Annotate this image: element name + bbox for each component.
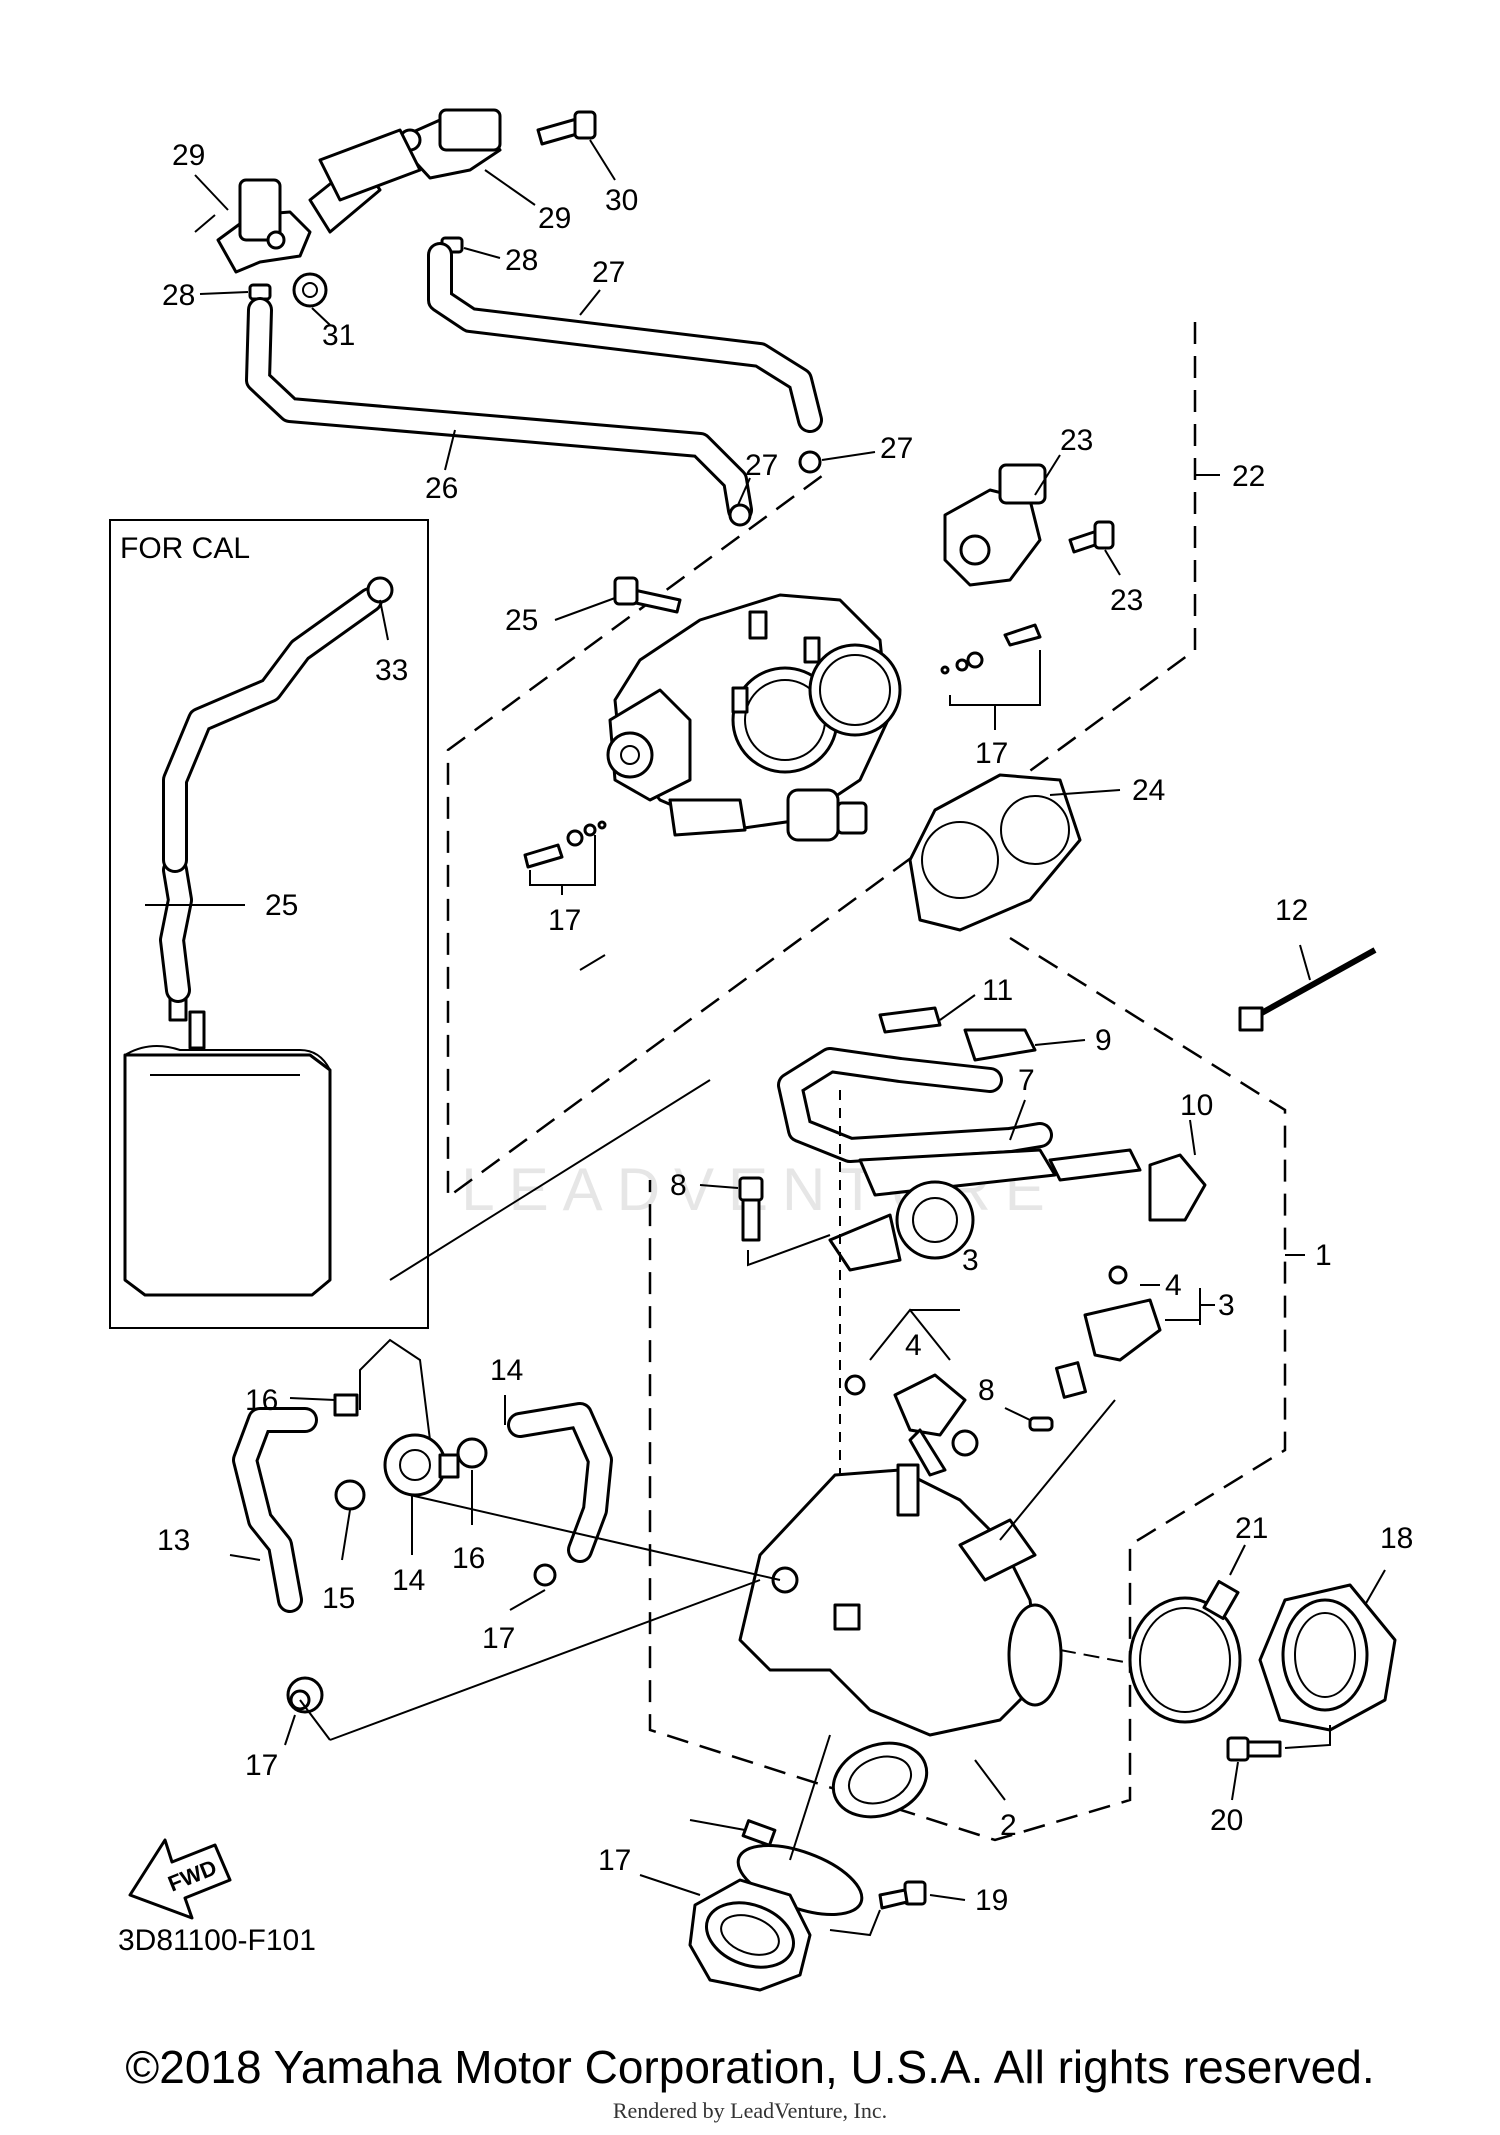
callout-11: 13 — [157, 1524, 190, 1557]
callout-17-lower-left: 17 — [598, 1844, 631, 1877]
throttle-position-sensor-21 — [943, 463, 1047, 587]
callout-3-right: 3 — [1218, 1289, 1235, 1322]
intake-joint-17-right — [1258, 1583, 1397, 1732]
callout-14-right: 16 — [452, 1542, 485, 1575]
charcoal-canister — [123, 978, 332, 1297]
callout-17-right: 18 — [1380, 1522, 1413, 1555]
bolt-18 — [1226, 1736, 1282, 1762]
callout-23-lower: 17 — [548, 904, 581, 937]
copyright-notice: ©2018 Yamaha Motor Corporation, U.S.A. A… — [125, 2041, 1375, 2093]
callout-4-right: 4 — [1165, 1269, 1182, 1302]
sensor-29-left — [216, 158, 382, 274]
hose-27 — [427, 242, 823, 433]
callout-22: 23 — [1110, 584, 1143, 617]
clamp-28-left — [248, 283, 272, 301]
callout-27-top: 27 — [592, 256, 625, 289]
fuel-rail-5 — [777, 1047, 1142, 1197]
callout-27-mid-left: 27 — [745, 449, 778, 482]
callout-5: 7 — [1018, 1064, 1035, 1097]
callout-16-left: 17 — [245, 1749, 278, 1782]
callout-28-left: 28 — [162, 279, 195, 312]
callout-31: 31 — [322, 319, 355, 352]
diagram-code: 3D81100-F101 — [118, 1924, 316, 1957]
nut-31 — [292, 272, 328, 308]
clamp-33 — [366, 576, 394, 604]
callout-14-left: 15 — [322, 1582, 355, 1615]
clips-16 — [289, 1563, 557, 1711]
fwd-arrow-icon: FWD — [128, 1838, 232, 1920]
clips-14 — [334, 1437, 488, 1511]
callout-29-left: 29 — [172, 139, 205, 172]
callout-15: 16 — [245, 1384, 278, 1417]
cal-box-label: FOR CAL — [120, 532, 250, 565]
cal-box — [109, 519, 429, 1329]
injector-3-left — [844, 1373, 967, 1477]
callout-17-lower-right: 19 — [975, 1884, 1008, 1917]
hose-26 — [245, 297, 753, 523]
tape-9 — [878, 1006, 942, 1034]
rendered-by-notice: Rendered by LeadVenture, Inc. — [612, 2098, 888, 2123]
hose-11 — [232, 1407, 318, 1613]
throttle-body — [606, 593, 902, 842]
callout-10: 12 — [1275, 894, 1308, 927]
screw-7 — [738, 1176, 764, 1242]
clip-8-upper — [963, 1028, 1037, 1062]
gasket-24 — [908, 773, 1082, 932]
callout-19: 21 — [1235, 1512, 1268, 1545]
callout-26: 26 — [425, 472, 458, 505]
callout-20: 22 — [1232, 460, 1265, 493]
clamp-15 — [333, 1338, 431, 1441]
cable-tie-10 — [1238, 947, 1377, 1032]
callout-3-left: 3 — [962, 1244, 979, 1277]
temp-sensor-13 — [383, 1433, 460, 1497]
callout-16-right: 17 — [482, 1622, 515, 1655]
sensor-29-right — [318, 108, 502, 202]
hose-12 — [507, 1402, 613, 1563]
callout-32: 25 — [265, 889, 298, 922]
intake-joint-17-lower — [688, 1878, 812, 1992]
callout-12: 14 — [490, 1354, 523, 1387]
callout-29-right: 29 — [538, 202, 571, 235]
callout-21: 23 — [1060, 424, 1093, 457]
idle-screw-set-23-upper — [940, 623, 1042, 675]
hose-clamp-19 — [1128, 1580, 1242, 1724]
callout-13: 14 — [392, 1564, 425, 1597]
callout-4-left: 4 — [905, 1329, 922, 1362]
callout-27-mid-right: 27 — [880, 432, 913, 465]
callout-9: 11 — [982, 974, 1013, 1007]
intake-manifold-2 — [738, 1463, 1063, 1819]
clip-8-lower — [1148, 1153, 1207, 1222]
callout-18: 20 — [1210, 1804, 1243, 1837]
pressure-regulator — [828, 1180, 975, 1272]
seal-6 — [951, 1416, 1054, 1457]
callout-7: 8 — [670, 1169, 687, 1202]
callout-25: 25 — [505, 604, 538, 637]
callout-23-upper: 17 — [975, 737, 1008, 770]
callout-8-lower: 10 — [1180, 1089, 1213, 1122]
callout-2: 2 — [1000, 1809, 1017, 1842]
callout-6: 8 — [978, 1374, 995, 1407]
callout-24: 24 — [1132, 774, 1165, 807]
assembly-20-boundary — [446, 322, 1197, 1200]
callout-8-upper: 9 — [1095, 1024, 1112, 1057]
idle-screw-set-23-lower — [523, 820, 607, 869]
callout-28-right: 28 — [505, 244, 538, 277]
bolt-17-lower — [878, 1880, 927, 1910]
hose-32 — [159, 587, 383, 1003]
callout-1: 1 — [1315, 1239, 1332, 1272]
callout-30: 30 — [605, 184, 638, 217]
bolt-30 — [536, 110, 597, 146]
screw-22 — [1068, 520, 1115, 554]
injector-3-right — [1054, 1265, 1162, 1399]
callout-33: 33 — [375, 654, 408, 687]
screw-25 — [613, 576, 682, 614]
